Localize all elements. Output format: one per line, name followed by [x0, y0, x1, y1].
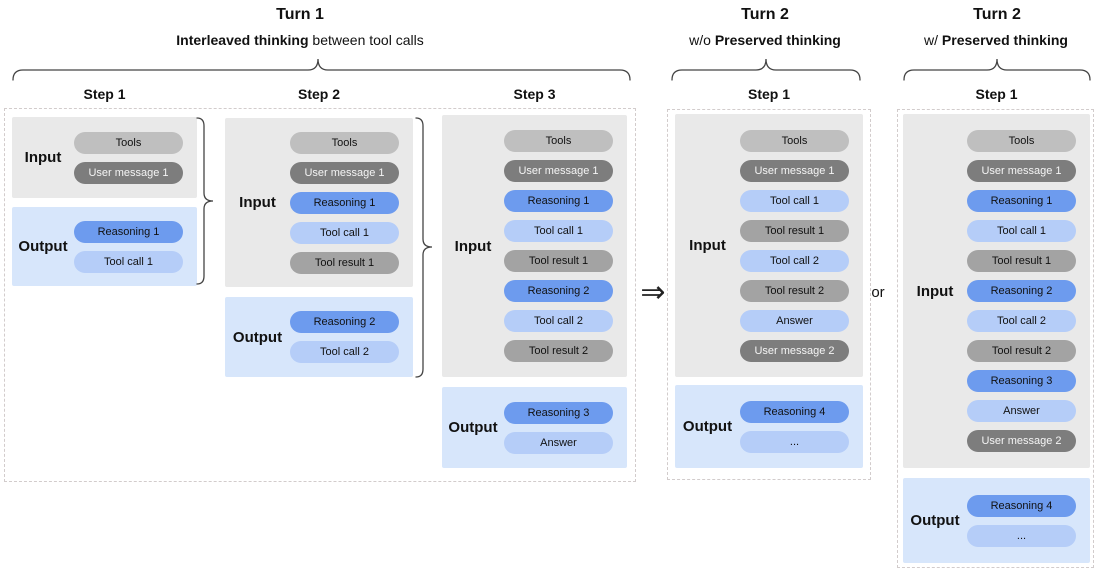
pill-tools: Tools	[740, 129, 849, 152]
pill-reasoning: Reasoning 2	[290, 311, 399, 333]
pill-tool_result: Tool result 2	[504, 340, 613, 362]
pill-reasoning: Reasoning 2	[504, 280, 613, 302]
turn1-step1-output-pills: Reasoning 1 Tool call 1	[74, 220, 183, 273]
turn2-without-brace	[671, 58, 861, 81]
turn2-with-step1-output-box: Output Reasoning 4...	[903, 478, 1090, 563]
turn2-with-step1-output-pills: Reasoning 4...	[967, 494, 1076, 547]
turn2-with-subtitle-prefix: w/	[924, 32, 942, 48]
turn2-with-subtitle-bold: Preserved thinking	[941, 32, 1068, 48]
pill-reasoning: Reasoning 1	[504, 190, 613, 212]
pill-answer: Answer	[504, 431, 613, 454]
step-label-turn2-without-step1: Step 1	[747, 86, 790, 102]
pill-ellipsis: ...	[967, 524, 1076, 547]
turn1-subtitle: Interleaved thinking between tool calls	[100, 32, 500, 49]
turn1-step2-output-pills: Reasoning 2 Tool call 2	[290, 311, 399, 363]
pill-tools: Tools	[967, 130, 1076, 152]
turn2-with-subtitle: w/ Preserved thinking	[879, 32, 1094, 49]
pill-user_message: User message 2	[740, 339, 849, 362]
input-label: Input	[239, 194, 276, 211]
pill-tool_call: Tool call 1	[740, 189, 849, 212]
output-label: Output	[910, 512, 960, 529]
pill-user_message: User message 1	[967, 160, 1076, 182]
input-label: Input	[916, 282, 954, 300]
output-label: Output	[18, 238, 68, 255]
output-label: Output	[232, 328, 283, 346]
pill-reasoning: Reasoning 4	[740, 400, 849, 423]
pill-tool_call: Tool call 1	[74, 250, 183, 273]
turn2-without-title: Turn 2	[741, 6, 789, 23]
turn1-subtitle-rest: between tool calls	[308, 32, 424, 48]
turn2-without-subtitle-bold: Preserved thinking	[714, 32, 841, 48]
pill-ellipsis: ...	[740, 430, 849, 453]
output-label: Output	[682, 418, 733, 435]
turn1-step2-output-box: Output Reasoning 2 Tool call 2	[225, 297, 413, 377]
pill-user_message: User message 1	[740, 159, 849, 182]
or-label: or	[871, 284, 885, 301]
pill-reasoning: Reasoning 2	[967, 280, 1076, 302]
turn1-group-box	[4, 108, 636, 482]
pill-reasoning: Reasoning 3	[504, 401, 613, 424]
implies-arrow: ⇒	[640, 276, 666, 309]
turn2-without-subtitle-prefix: w/o	[689, 32, 715, 48]
input-label: Input	[24, 149, 62, 166]
pill-tools: Tools	[290, 131, 399, 154]
pill-tool_call: Tool call 1	[290, 221, 399, 244]
pill-answer: Answer	[740, 309, 849, 332]
step-label-turn1-step3: Step 3	[513, 86, 556, 102]
pill-reasoning: Reasoning 1	[967, 190, 1076, 212]
turn2-without-subtitle: w/o Preserved thinking	[650, 32, 880, 49]
pill-reasoning: Reasoning 1	[290, 191, 399, 214]
pill-tool_result: Tool result 1	[504, 250, 613, 272]
turn2-with-brace	[903, 58, 1091, 81]
turn2-without-step1-output-pills: Reasoning 4...	[740, 400, 849, 453]
pill-user_message: User message 1	[290, 161, 399, 184]
input-label: Input	[689, 237, 726, 254]
pill-user_message: User message 1	[504, 160, 613, 182]
turn1-step1-output-box: Output Reasoning 1 Tool call 1	[12, 207, 197, 286]
pill-tool_call: Tool call 2	[740, 249, 849, 272]
turn2-without-group-box	[667, 109, 871, 480]
step-label-turn1-step2: Step 2	[297, 86, 340, 102]
pill-tool_result: Tool result 1	[740, 219, 849, 242]
pill-tool_result: Tool result 1	[290, 251, 399, 274]
input-label: Input	[454, 237, 492, 255]
pill-tool_call: Tool call 2	[504, 310, 613, 332]
pill-reasoning: Reasoning 3	[967, 370, 1076, 392]
turn2-with-title: Turn 2	[973, 6, 1021, 23]
turn2-without-step1-output-box: Output Reasoning 4...	[675, 385, 863, 468]
pill-tool_call: Tool call 1	[967, 220, 1076, 242]
pill-user_message: User message 2	[967, 430, 1076, 452]
pill-tool_result: Tool result 2	[740, 279, 849, 302]
step-label-turn1-step1: Step 1	[83, 86, 126, 102]
output-label: Output	[448, 419, 498, 436]
turn1-brace	[12, 58, 631, 81]
turn1-step3-output-box: Output Reasoning 3 Answer	[442, 387, 627, 468]
turn1-subtitle-bold: Interleaved thinking	[176, 32, 309, 48]
pill-tools: Tools	[504, 130, 613, 152]
turn1-title: Turn 1	[276, 6, 324, 23]
pill-reasoning: Reasoning 1	[74, 220, 183, 243]
pill-tool_call: Tool call 2	[290, 341, 399, 363]
pill-reasoning: Reasoning 4	[967, 494, 1076, 517]
step-label-turn2-with-step1: Step 1	[975, 86, 1018, 102]
pill-tools: Tools	[74, 131, 183, 154]
pill-tool_result: Tool result 2	[967, 340, 1076, 362]
pill-tool_call: Tool call 1	[504, 220, 613, 242]
pill-tool_call: Tool call 2	[967, 310, 1076, 332]
pill-tool_result: Tool result 1	[967, 250, 1076, 272]
pill-user_message: User message 1	[74, 161, 183, 184]
turn1-step3-output-pills: Reasoning 3 Answer	[504, 401, 613, 454]
pill-answer: Answer	[967, 400, 1076, 422]
